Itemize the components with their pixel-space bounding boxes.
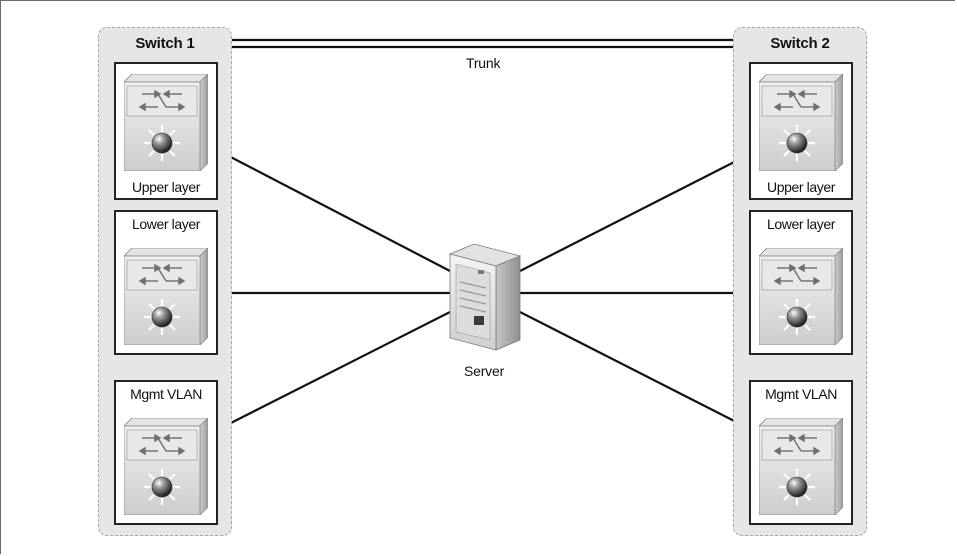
switch-2-mgmt-vlan[interactable]: Mgmt VLAN xyxy=(749,380,853,525)
switch-2-lower-layer[interactable]: Lower layer xyxy=(749,210,853,355)
switch-2-upper-layer[interactable]: Upper layer xyxy=(749,62,853,200)
layer3-switch-icon xyxy=(124,248,208,345)
layer3-switch-icon xyxy=(759,248,843,345)
trunk-label: Trunk xyxy=(466,55,501,71)
layer3-switch-icon xyxy=(759,418,843,515)
link-sw1-mgmt-to-server xyxy=(220,311,451,429)
switch-1-title: Switch 1 xyxy=(135,35,195,52)
switch-1-mgmt-vlan-label: Mgmt VLAN xyxy=(130,386,202,402)
switch-1-group[interactable]: Switch 1 Upper layer Lower layer Mgmt VL… xyxy=(98,27,232,536)
layer3-switch-icon xyxy=(124,74,208,171)
server-icon[interactable] xyxy=(444,240,524,355)
layer3-switch-icon xyxy=(759,74,843,171)
switch-2-group[interactable]: Switch 2 Upper layer Lower layer Mgmt VL… xyxy=(733,27,867,536)
server-label: Server xyxy=(464,363,505,379)
switch-2-lower-layer-label: Lower layer xyxy=(767,216,835,232)
switch-2-title: Switch 2 xyxy=(770,35,830,52)
switch-1-mgmt-vlan[interactable]: Mgmt VLAN xyxy=(114,380,218,525)
link-sw2-upper-to-server xyxy=(519,154,749,272)
layer3-switch-icon xyxy=(124,418,208,515)
switch-1-upper-layer[interactable]: Upper layer xyxy=(114,62,218,200)
switch-2-mgmt-vlan-label: Mgmt VLAN xyxy=(765,386,837,402)
switch-1-lower-layer[interactable]: Lower layer xyxy=(114,210,218,355)
switch-1-lower-layer-label: Lower layer xyxy=(132,216,200,232)
link-sw2-mgmt-to-server xyxy=(519,311,749,429)
link-sw1-upper-to-server xyxy=(220,151,451,272)
switch-2-upper-layer-label: Upper layer xyxy=(767,179,835,195)
switch-1-upper-layer-label: Upper layer xyxy=(132,179,200,195)
